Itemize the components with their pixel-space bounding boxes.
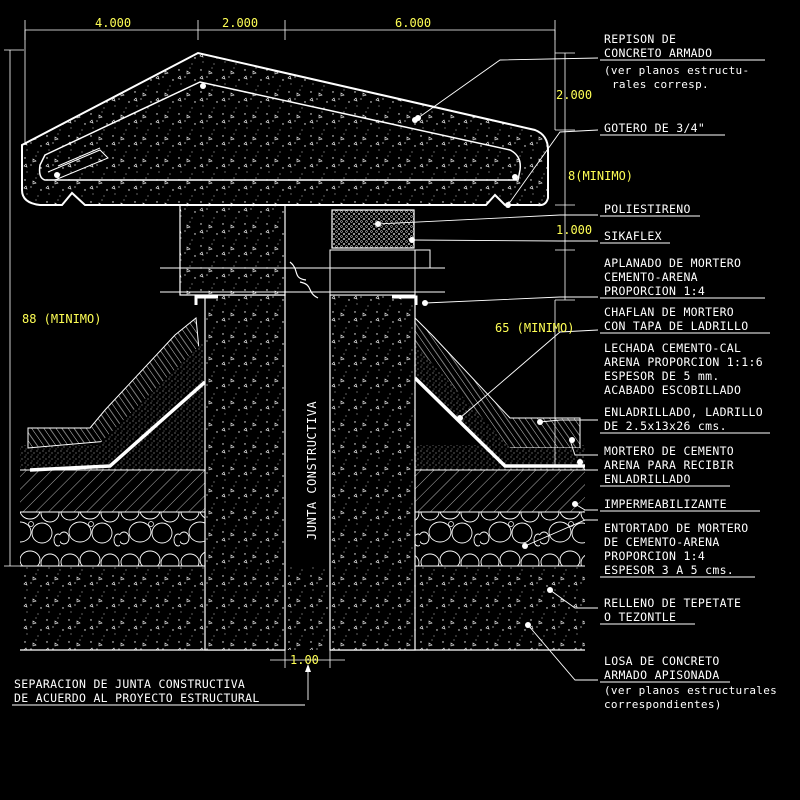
dimension-lines [4, 20, 575, 668]
leader-dots [375, 115, 583, 628]
wall-right [329, 294, 416, 651]
dim-right-1000: 1.000 [556, 223, 592, 237]
note-relleno-2: O TEZONTLE [604, 610, 676, 624]
note-gotero: GOTERO DE 3/4" [604, 121, 705, 135]
note-sikaflex: SIKAFLEX [604, 229, 662, 243]
note-repison-2: CONCRETO ARMADO [604, 46, 712, 60]
note-impermeabilizante: IMPERMEABILIZANTE [604, 497, 727, 511]
note-repison-1: REPISON DE [604, 32, 676, 46]
cap-post [179, 204, 286, 296]
cap-outline [21, 51, 549, 207]
wall-left [204, 294, 286, 651]
dim-top-1: 4.000 [95, 16, 131, 30]
brick-paving [27, 316, 585, 472]
ground-layers [20, 445, 585, 651]
note-repison-4: rales corresp. [612, 78, 709, 91]
note-mortero-3: ENLADRILLADO [604, 472, 691, 486]
repison-cap [21, 51, 549, 207]
note-losa-3: (ver planos estructurales [604, 684, 777, 697]
note-aplanado-3: PROPORCION 1:4 [604, 284, 705, 298]
note-losa-1: LOSA DE CONCRETO [604, 654, 720, 668]
note-losa-2: ARMADO APISONADA [604, 668, 720, 682]
note-enladrillado-2: DE 2.5x13x26 cms. [604, 419, 727, 433]
chaflan-right [415, 345, 580, 466]
chaflan-left [95, 340, 205, 466]
note-mortero-1: MORTERO DE CEMENTO [604, 444, 734, 458]
note-separacion-1: SEPARACION DE JUNTA CONSTRUCTIVA [14, 677, 245, 691]
note-poliestireno: POLIESTIRENO [604, 202, 691, 216]
note-lechada-1: LECHADA CEMENTO-CAL [604, 341, 741, 355]
slab-bottom [20, 566, 585, 650]
note-aplanado-2: CEMENTO-ARENA [604, 270, 698, 284]
note-mortero-2: ARENA PARA RECIBIR [604, 458, 734, 472]
note-separacion-2: DE ACUERDO AL PROYECTO ESTRUCTURAL [14, 691, 260, 705]
dim-left-88: 88 (MINIMO) [22, 312, 101, 326]
note-lechada-4: ACABADO ESCOBILLADO [604, 383, 741, 397]
dim-mid-65: 65 (MINIMO) [495, 321, 574, 335]
note-lechada-2: ARENA PROPORCION 1:1:6 [604, 355, 763, 369]
stones-layer-right [415, 510, 585, 566]
note-entortado-1: ENTORTADO DE MORTERO [604, 521, 748, 535]
dim-top-3: 6.000 [395, 16, 431, 30]
note-entortado-3: PROPORCION 1:4 [604, 549, 705, 563]
note-chaflan-1: CHAFLAN DE MORTERO [604, 305, 734, 319]
note-entortado-2: DE CEMENTO-ARENA [604, 535, 720, 549]
dimension-texts: 4.000 2.000 6.000 2.000 8(MINIMO) 1.000 … [22, 16, 633, 667]
support-block [329, 249, 416, 296]
dim-top-2: 2.000 [222, 16, 258, 30]
junta-constructiva-label: JUNTA CONSTRUCTIVA [305, 401, 319, 540]
annotation-notes: REPISON DE CONCRETO ARMADO (ver planos e… [14, 32, 777, 711]
poliestireno-block [331, 209, 415, 249]
note-lechada-3: ESPESOR DE 5 mm. [604, 369, 720, 383]
note-aplanado-1: APLANADO DE MORTERO [604, 256, 741, 270]
hatch-layer-left [20, 470, 205, 512]
note-repison-3: (ver planos estructu- [604, 64, 749, 77]
note-underlines [12, 59, 770, 706]
walls [160, 204, 445, 651]
dim-right-2000: 2.000 [556, 88, 592, 102]
dim-joint-100: 1.00 [290, 653, 319, 667]
note-relleno-1: RELLENO DE TEPETATE [604, 596, 741, 610]
leader-lines [307, 57, 599, 700]
dim-right-min8: 8(MINIMO) [568, 169, 633, 183]
note-chaflan-2: CON TAPA DE LADRILLO [604, 319, 748, 333]
note-entortado-4: ESPESOR 3 A 5 cms. [604, 563, 734, 577]
note-enladrillado-1: ENLADRILLADO, LADRILLO [604, 405, 763, 419]
note-losa-4: correspondientes) [604, 698, 722, 711]
stones-layer-left [20, 510, 205, 566]
hatch-layer-right [415, 470, 585, 512]
